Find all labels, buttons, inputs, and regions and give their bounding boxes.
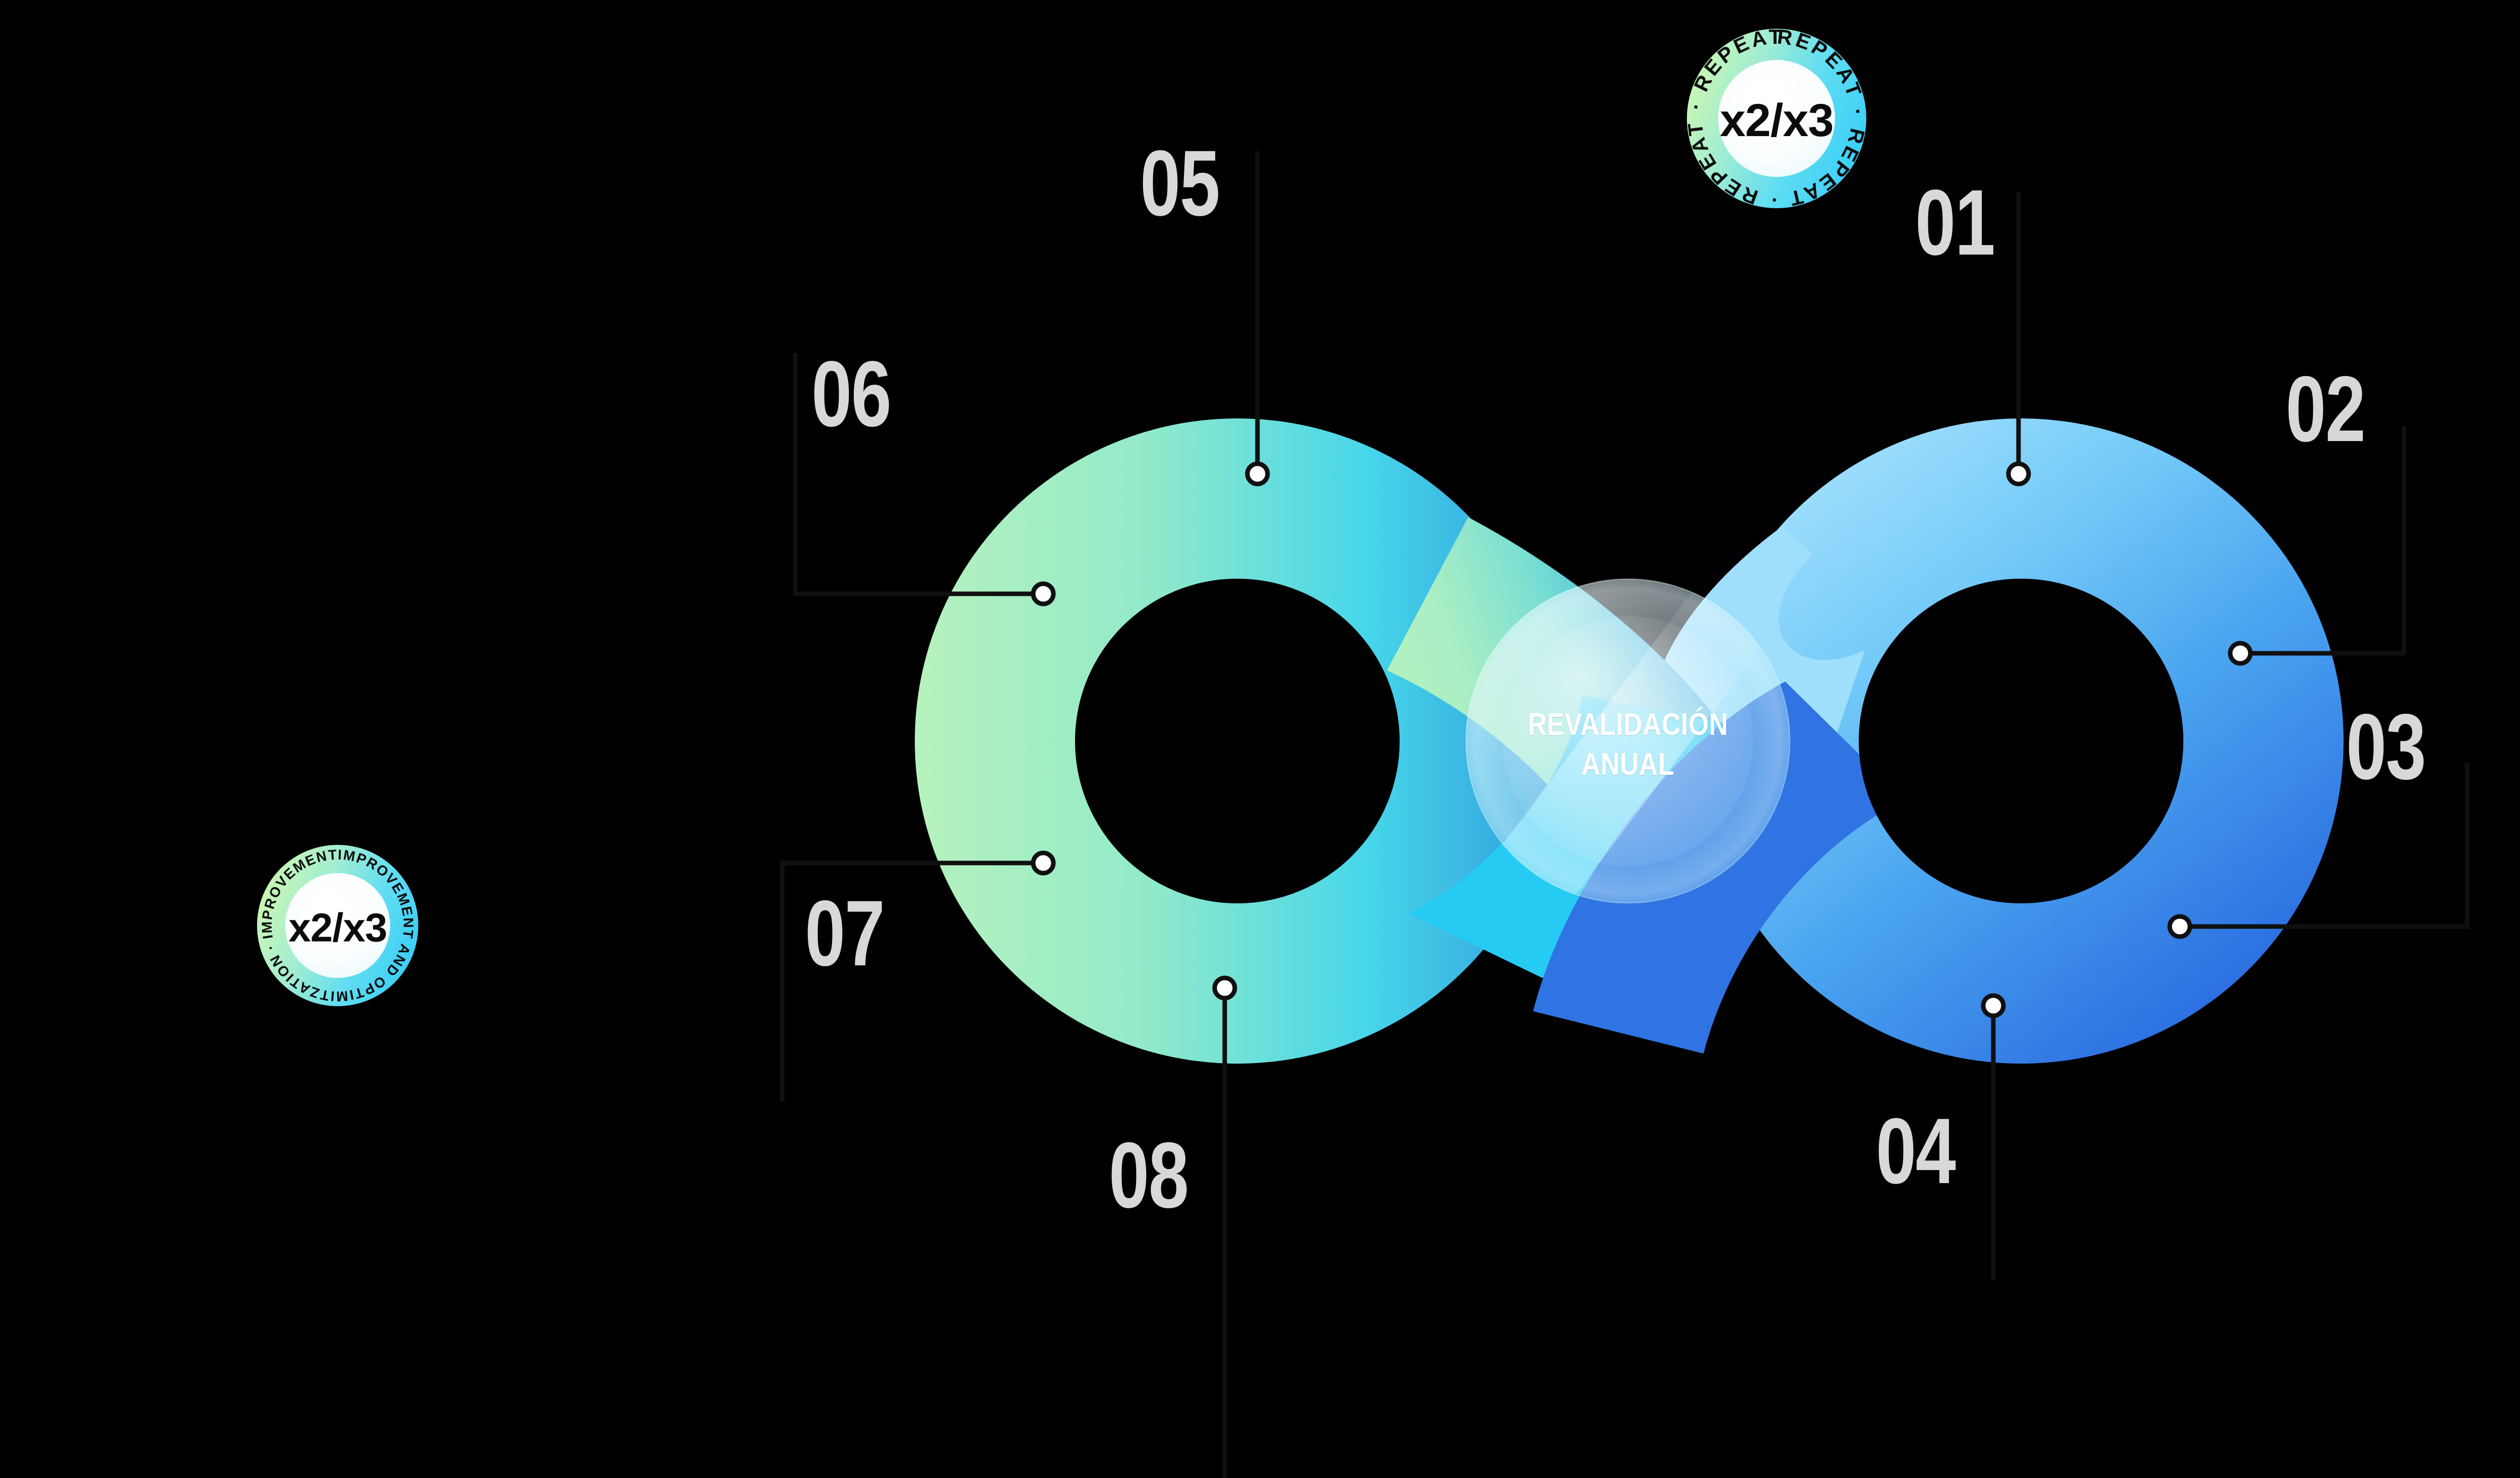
step-number-05: 05 — [1140, 132, 1220, 235]
marker-05 — [1245, 461, 1270, 486]
step-number-01: 01 — [1915, 171, 1995, 275]
step-number-03: 03 — [2346, 695, 2426, 799]
connector-07 — [780, 860, 1043, 1101]
marker-06 — [1031, 581, 1056, 606]
badge-improvement-value: x2/x3 — [288, 905, 387, 950]
connector-03 — [2180, 762, 2470, 929]
connector-markers — [1031, 461, 2253, 1018]
step-number-06: 06 — [811, 342, 892, 446]
center-sphere — [1465, 578, 1791, 904]
loop-inner-holes — [1075, 579, 2183, 903]
marker-07 — [1031, 850, 1056, 876]
connector-06 — [793, 353, 1043, 596]
badge-repeat-value: x2/x3 — [1720, 95, 1833, 146]
step-number-02: 02 — [2286, 357, 2366, 461]
connector-02 — [2240, 426, 2407, 656]
step-number-04: 04 — [1876, 1099, 1956, 1203]
marker-03 — [2167, 914, 2192, 939]
marker-01 — [2006, 461, 2031, 486]
connector-lines — [780, 151, 2470, 1478]
marker-08 — [1212, 975, 1237, 1001]
marker-04 — [1981, 993, 2006, 1018]
step-number-08: 08 — [1109, 1124, 1189, 1227]
step-number-07: 07 — [805, 882, 885, 986]
marker-02 — [2228, 641, 2253, 666]
